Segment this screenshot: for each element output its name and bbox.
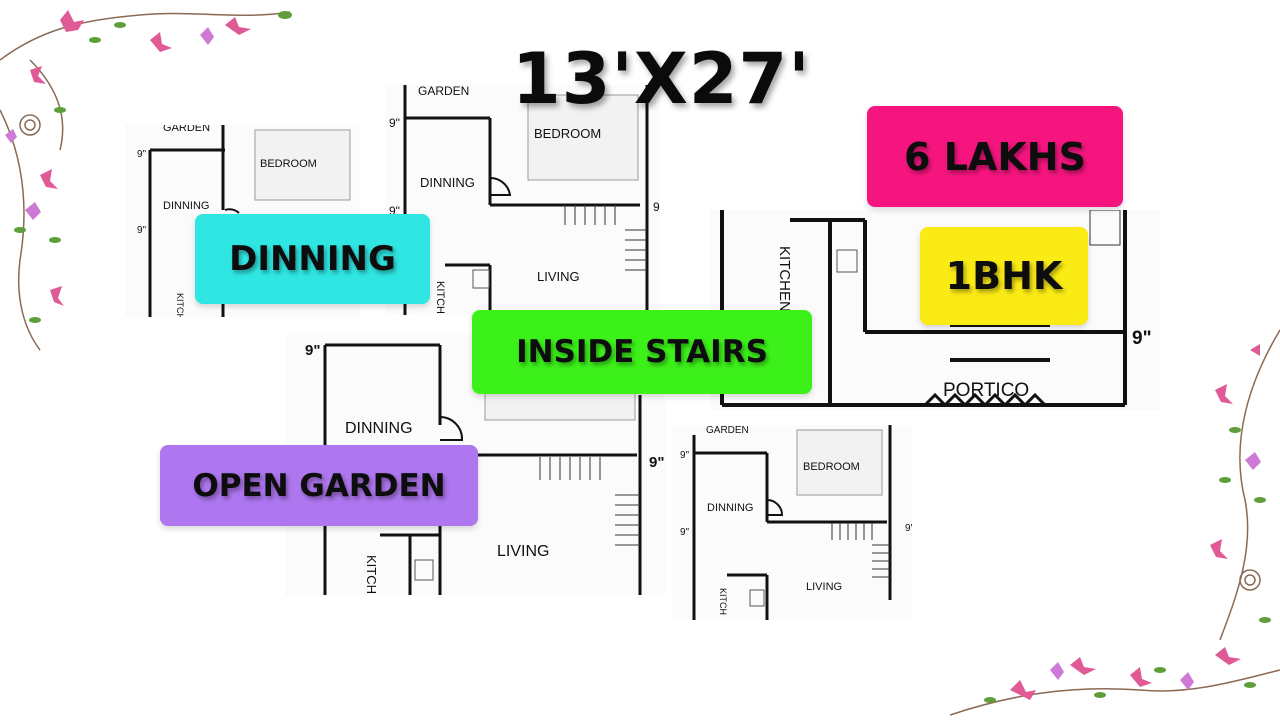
- plan-label-bedroom: BEDROOM: [534, 126, 601, 141]
- plan-label-wall: 9": [137, 149, 147, 160]
- inside-stairs-badge: INSIDE STAIRS: [472, 310, 812, 394]
- plan-label-kitchen: KITCH: [175, 293, 185, 317]
- plan-label-bedroom: BEDROOM: [260, 158, 317, 170]
- bhk-badge: 1BHK: [920, 227, 1088, 325]
- plan-label-dinning: DINNING: [345, 420, 413, 437]
- plan-label-garden: GARDEN: [418, 85, 469, 98]
- plan-label-wall: 9": [680, 527, 690, 538]
- floral-decoration-top-left: [0, 10, 292, 351]
- plan-label-dinning: DINNING: [707, 502, 753, 514]
- plan-label-wall: 9": [389, 116, 400, 130]
- plan-label-kitchen: KITCH: [718, 588, 728, 615]
- price-badge: 6 LAKHS: [867, 106, 1123, 207]
- floral-decoration-right: [1210, 329, 1280, 641]
- dinning-badge: DINNING: [195, 214, 430, 304]
- plan-label-kitchen: KITCHEN: [776, 246, 793, 312]
- plan-label-wall: 9": [137, 225, 147, 236]
- plan-label-bedroom: BEDROOM: [803, 461, 860, 473]
- plan-label-portico: PORTICO: [943, 380, 1029, 401]
- plan-label-kitchen: KITCH: [364, 555, 379, 594]
- plan-label-living: LIVING: [497, 543, 549, 560]
- plan-label-wall: 9": [680, 450, 690, 461]
- floral-decoration-bottom-right: [950, 647, 1280, 716]
- plan-label-garden: GARDEN: [163, 125, 210, 134]
- plan-label-living: LIVING: [537, 269, 580, 284]
- plan-label-living: LIVING: [806, 581, 842, 593]
- plan-label-wall: 9": [1132, 328, 1152, 349]
- open-garden-badge: OPEN GARDEN: [160, 445, 478, 526]
- plan-label-wall: 9": [653, 200, 660, 214]
- plan-label-kitchen: KITCH: [434, 281, 446, 314]
- plan-label-dinning: DINNING: [163, 200, 209, 212]
- plan-label-wall: 9": [305, 342, 320, 359]
- page-title: 13'X27': [512, 38, 811, 120]
- plan-label-wall: 9": [905, 523, 912, 534]
- floor-plan-top-center: GARDEN BEDROOM DINNING LIVING 9" 9" 9" K…: [385, 85, 660, 315]
- plan-label-dinning: DINNING: [420, 175, 475, 190]
- floor-plan-bottom-right: GARDEN BEDROOM DINNING LIVING 9" 9" 9" K…: [672, 425, 912, 620]
- plan-label-wall: 9": [389, 204, 400, 218]
- plan-label-garden: GARDEN: [706, 425, 749, 436]
- plan-label-wall: 9": [649, 454, 664, 471]
